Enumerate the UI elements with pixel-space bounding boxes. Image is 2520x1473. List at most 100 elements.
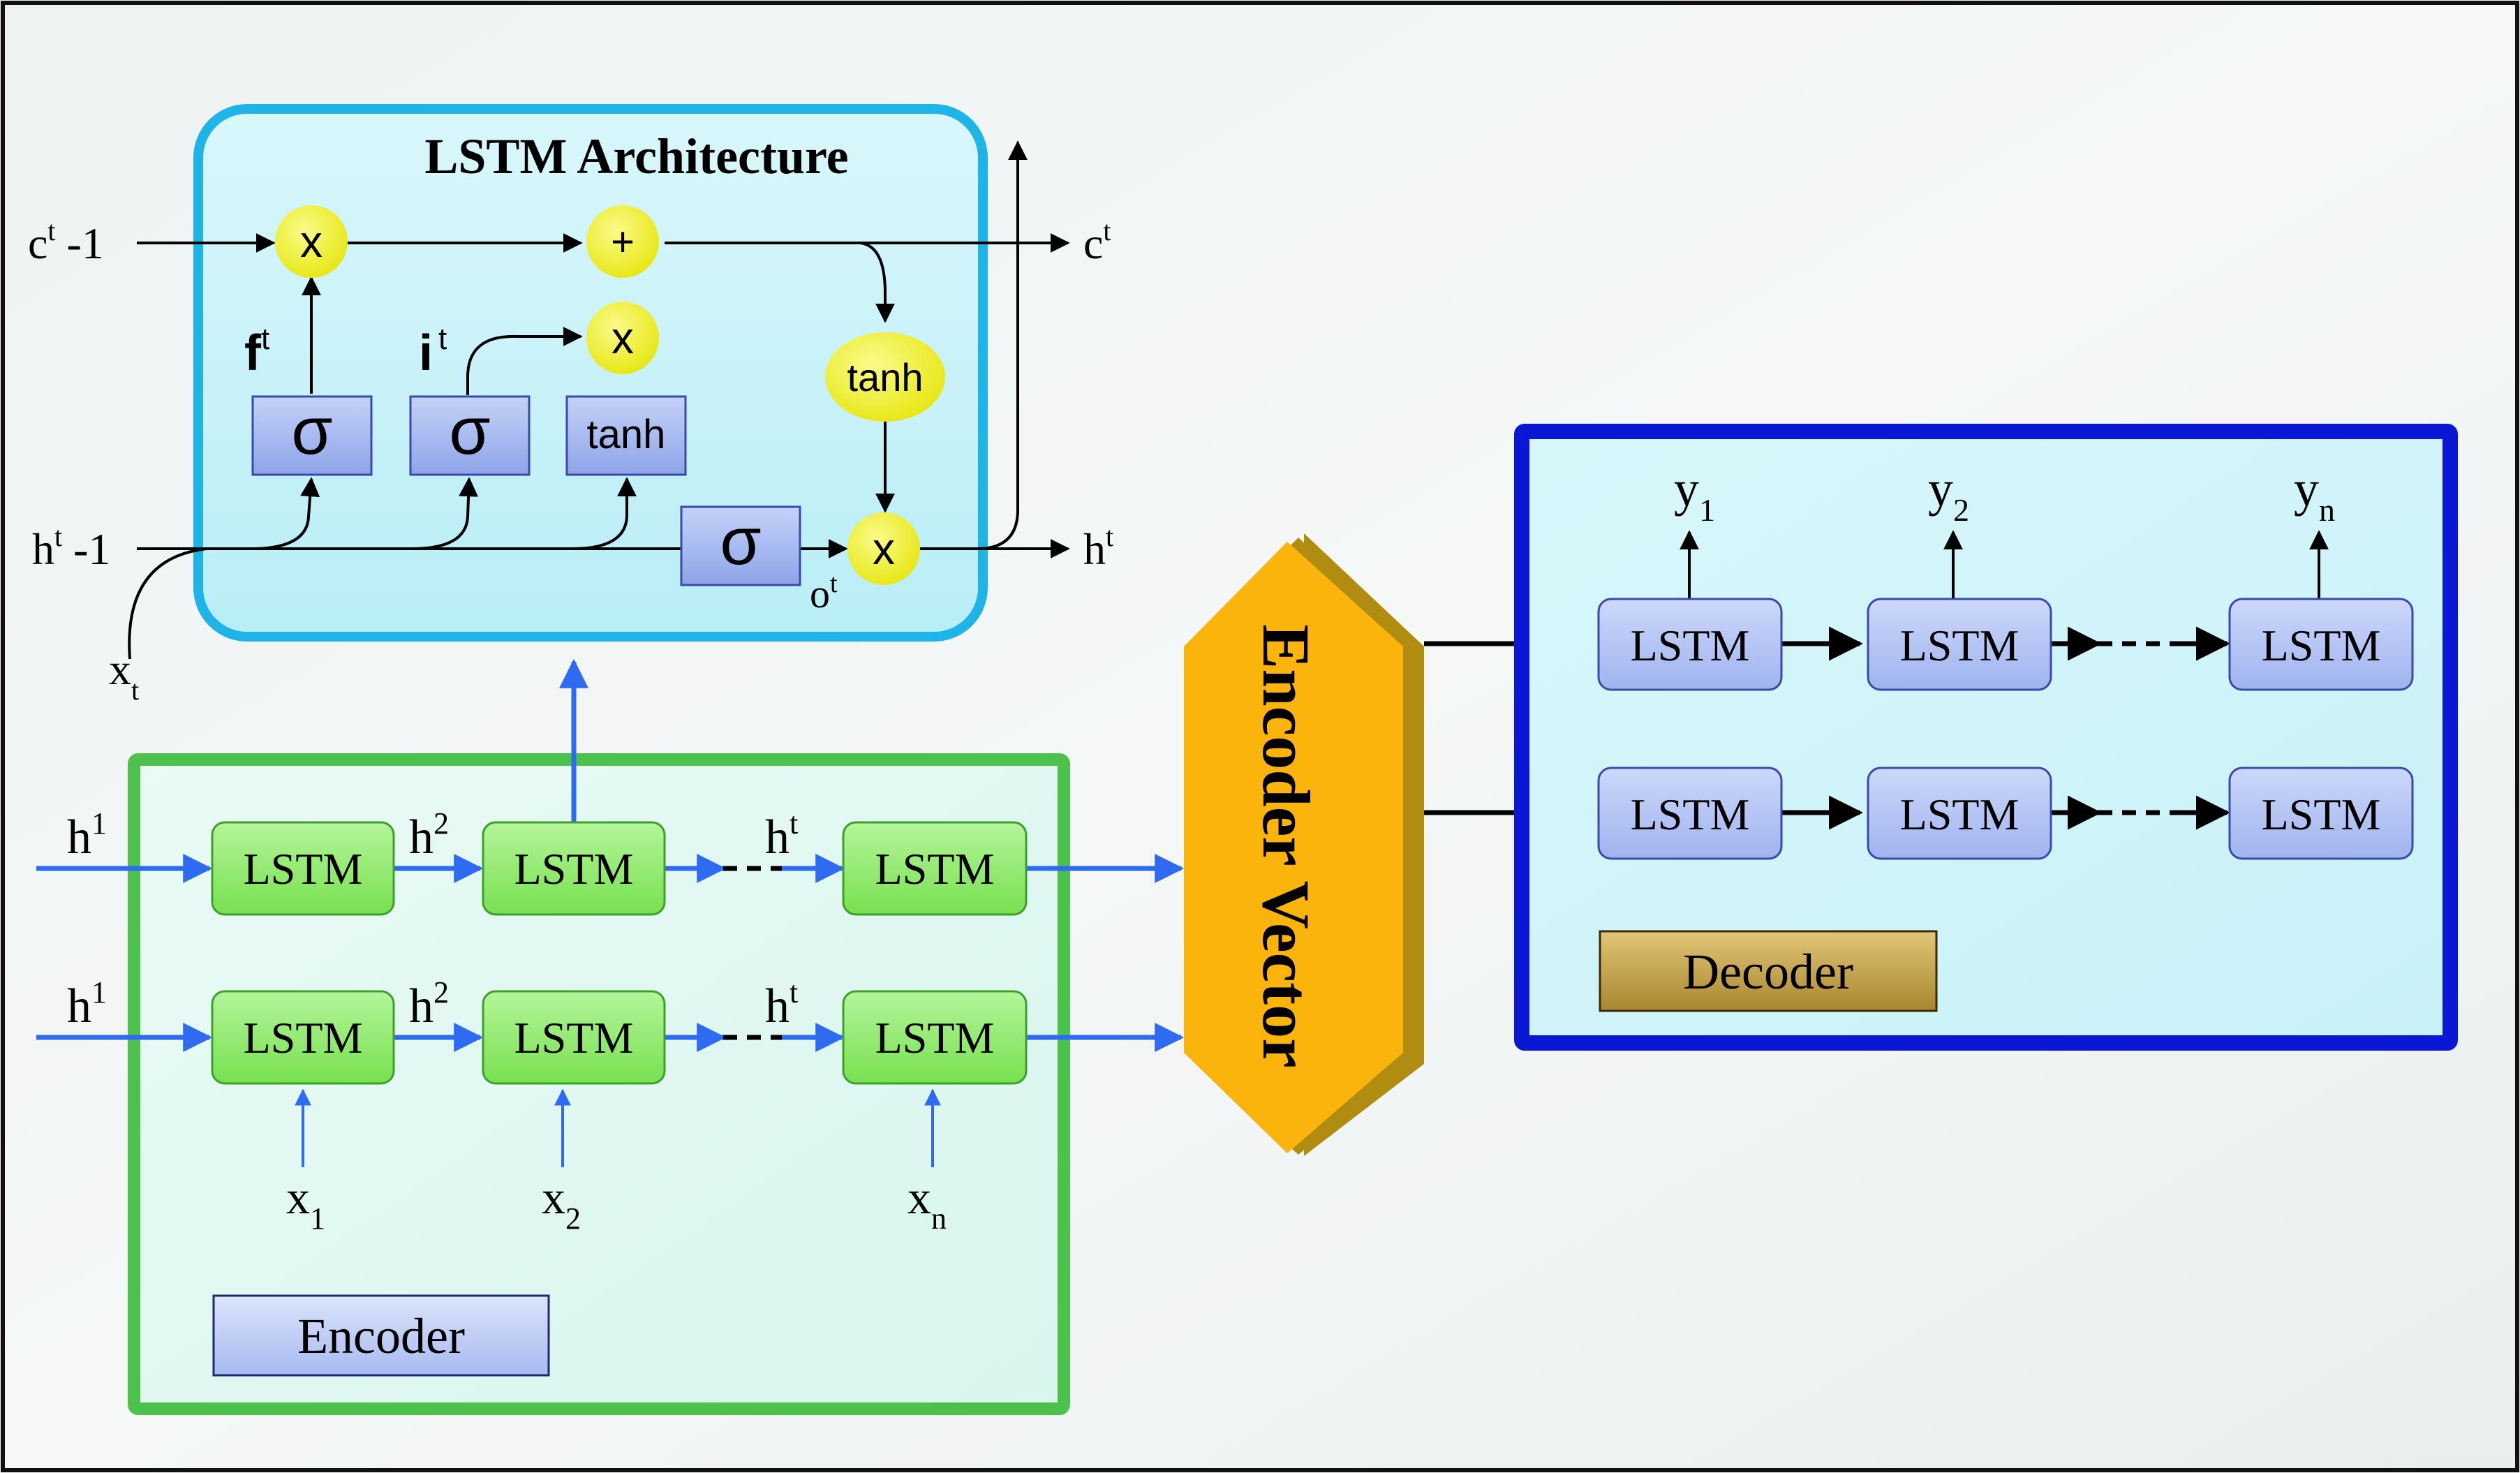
output-mult-node [847,512,920,585]
enc-row1-hidden-label-1: h1 [67,806,107,864]
svg-text:y2: y2 [1928,461,1969,528]
decoder-lstm-label: LSTM [1631,621,1750,670]
h-prev-label: ht -1 [32,521,110,574]
svg-text:x1: x1 [286,1171,325,1236]
candidate-tanh-label: tanh [587,412,666,457]
x-input-curve [128,547,207,660]
encoder-lstm-cell [482,821,666,916]
enc-row2-hidden-label-t: ht [765,975,798,1033]
encoder-lstm-cell [842,990,1028,1085]
candidate-tanh-box [565,395,687,476]
decoder-lstm-label: LSTM [2262,621,2381,670]
input-mult-node [586,302,659,374]
encoder-vector-label: Encoder Vector [1249,624,1324,1067]
lstm-panel-title: LSTM Architecture [424,128,848,184]
encoder-label: Encoder [297,1308,465,1364]
encoder-lstm-label: LSTM [875,1013,995,1063]
input-sigma-box [409,395,531,476]
decoder-panel: LSTM LSTM LSTM LSTM LSTM LSTM y1 y2 yn D… [1514,424,2458,1051]
svg-text:xt: xt [109,644,139,706]
encoder-label-box [212,1294,550,1377]
cell-tanh-node [825,332,945,422]
enc-row1-hidden-label-t: ht [765,806,798,864]
lstm-architecture-panel: LSTM Architecture σ σ tanh σ [28,104,1113,706]
svg-text:ft: ft [244,322,269,381]
decoder-label-box [1599,930,1938,1012]
decoder-lstm-cell [2228,767,2414,860]
decoder-lstm-cell [1867,767,2052,860]
encoder-lstm-label: LSTM [244,844,363,894]
output-sigma-box [680,505,801,586]
c-prev-label: ct -1 [28,215,104,268]
encoder-lstm-label: LSTM [244,1013,363,1063]
encoder-lstm-label: LSTM [514,844,634,894]
input-gate-arrow [466,327,583,395]
encoder-lstm-cell [482,990,666,1085]
svg-text:ht: ht [765,975,798,1033]
svg-text:h1: h1 [67,806,107,864]
x-t-label: xt [109,644,139,706]
decoder-label: Decoder [1683,944,1853,1000]
svg-text:x2: x2 [542,1171,581,1236]
svg-text:ot: ot [810,569,838,616]
dec-output-label-1: y1 [1674,461,1715,528]
decoder-lstm-cell [1597,598,1783,691]
forget-mult-symbol: x [300,216,323,267]
output-mult-symbol: x [873,524,895,574]
encoder-lstm-cell [211,990,395,1085]
svg-text:h2: h2 [409,975,449,1033]
encoder-vector-face [1184,542,1403,1153]
enc-input-label-n: xn [907,1171,947,1236]
forget-sigma-box [251,395,373,476]
decoder-lstm-cell [1597,767,1783,860]
h-to-candidate-arrow [572,477,637,550]
cell-plus-node [586,205,659,278]
svg-text:ht -1: ht -1 [32,521,110,574]
encoder-lstm-label: LSTM [875,844,995,894]
c-to-tanh-arrow [859,242,895,323]
encoder-lstm-cell [842,821,1028,916]
h-to-forget-arrow [251,477,320,550]
h-out-label: ht [1083,521,1113,574]
output-sigma-label: σ [720,504,761,579]
encoder-lstm-cell [211,821,395,916]
svg-text:ht: ht [765,806,798,864]
decoder-panel-frame [1514,424,2458,1051]
forget-gate-label: ft [244,322,269,381]
h-up-arrow [977,140,1028,550]
input-sigma-label: σ [449,394,490,468]
enc-row2-hidden-label-2: h2 [409,975,449,1033]
input-mult-symbol: x [612,313,634,363]
svg-text:it: it [419,322,447,381]
cell-plus-symbol: + [611,219,635,265]
decoder-lstm-label: LSTM [2262,790,2381,839]
enc-input-label-1: x1 [286,1171,325,1236]
output-gate-label: ot [810,569,838,616]
h-to-input-arrow [411,477,479,550]
lstm-panel-frame [193,104,988,642]
decoder-lstm-label: LSTM [1900,790,2019,839]
svg-text:ct -1: ct -1 [28,215,104,268]
decoder-lstm-cell [1867,598,2052,691]
forget-mult-node [275,205,348,278]
svg-text:h2: h2 [409,806,449,864]
cell-tanh-label: tanh [847,355,924,399]
decoder-lstm-cell [2228,598,2414,691]
c-out-label: ct [1083,215,1111,268]
dec-output-label-n: yn [2294,461,2335,528]
svg-text:ht: ht [1083,521,1113,574]
encoder-vector: Encoder Vector [1184,533,1424,1156]
enc-row1-hidden-label-2: h2 [409,806,449,864]
decoder-lstm-label: LSTM [1900,621,2019,670]
enc-row2-hidden-label-1: h1 [67,975,107,1033]
decoder-lstm-label: LSTM [1631,790,1750,839]
svg-text:ct: ct [1083,215,1111,268]
encoder-panel: LSTM LSTM LSTM LSTM LSTM LSTM h1 h2 ht h… [36,658,1185,1415]
svg-text:h1: h1 [67,975,107,1033]
svg-text:yn: yn [2294,461,2335,528]
dec-output-label-2: y2 [1928,461,1969,528]
enc-input-label-2: x2 [542,1171,581,1236]
